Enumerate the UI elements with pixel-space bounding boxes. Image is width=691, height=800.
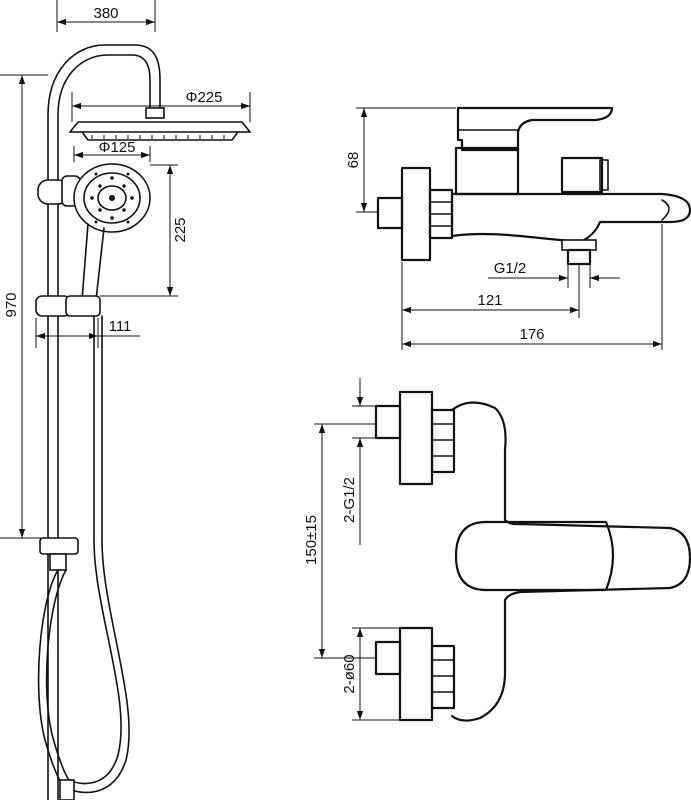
mixer-side-view: 68 G1/2 121 176	[345, 106, 691, 350]
dim-380-label: 380	[93, 5, 118, 22]
dim-176-label: 176	[519, 326, 544, 343]
hand-shower	[73, 163, 151, 301]
dim-inlet-thread-label: 2-G1/2	[341, 477, 358, 523]
dim-holder-spacing-label: 225	[172, 217, 189, 242]
mixer-front-view: 150±15 2-G1/2 2-ø60	[303, 378, 691, 722]
dim-flange-label: 2-ø60	[341, 654, 358, 693]
dim-hand-offset-label: 111	[109, 318, 132, 335]
dim-68-label: 68	[345, 152, 362, 169]
dim-head-diameter-label: Φ225	[186, 89, 223, 106]
slider-bracket	[35, 295, 101, 317]
dim-121-label: 121	[477, 292, 502, 309]
dim-thread-label: G1/2	[494, 260, 527, 277]
hose	[37, 315, 130, 800]
overhead-shower-head	[68, 121, 252, 141]
dim-centers-label: 150±15	[303, 515, 320, 565]
dim-total-height-label: 970	[3, 292, 20, 317]
dim-hand-diameter-label: Φ125	[99, 139, 136, 156]
shower-column-drawing: 380 Φ225 Φ125 225 970 111	[0, 0, 252, 800]
